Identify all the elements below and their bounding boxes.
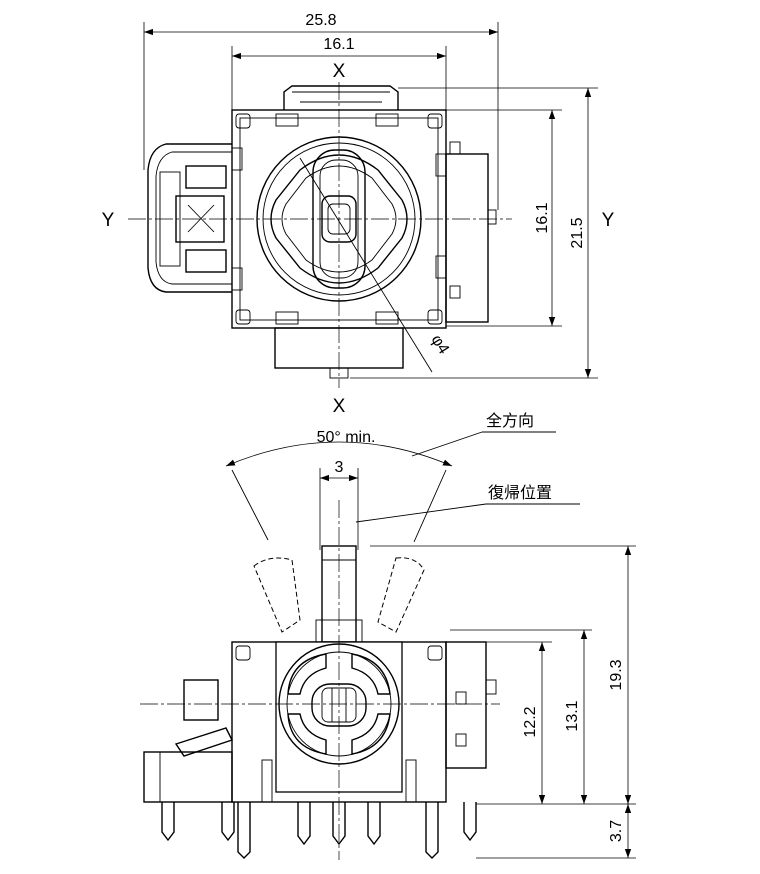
- return-position-note: 復帰位置: [355, 483, 580, 523]
- all-directions-label: 全方向: [486, 411, 534, 430]
- dim-body-height-label: 16.1: [534, 202, 551, 233]
- dim-height-13-1: 13.1: [564, 700, 581, 731]
- pins: [161, 759, 477, 859]
- dim-height-12-2: 12.2: [522, 706, 539, 737]
- right-switch: [445, 141, 497, 323]
- dim-lever-width-label: 3: [335, 459, 344, 476]
- angle-arc: 50° min.: [225, 429, 453, 543]
- dim-overall-height: 21.5: [350, 87, 598, 379]
- all-directions-note: 全方向: [411, 411, 556, 457]
- dim-overall-width-label: 25.8: [305, 12, 336, 29]
- dim-diameter-label: φ4: [427, 332, 452, 357]
- angle-label: 50° min.: [317, 429, 376, 446]
- dim-body-width-label: 16.1: [323, 36, 354, 53]
- dim-height-19-3: 19.3: [608, 659, 625, 690]
- axis-y-left: Y: [102, 210, 115, 231]
- left-switch: [147, 143, 232, 293]
- axis-x-top: X: [333, 61, 346, 82]
- dim-pin-length: 3.7: [608, 820, 625, 842]
- top-view: 25.8 16.1: [102, 12, 615, 417]
- axis-y-right: Y: [602, 210, 615, 231]
- axis-x-bottom: X: [333, 396, 346, 417]
- dim-lever-width: 3: [319, 459, 359, 550]
- dim-overall-height-label: 21.5: [569, 217, 586, 248]
- return-position-label: 復帰位置: [488, 483, 552, 502]
- dim-body-width: 16.1: [231, 36, 447, 110]
- dim-body-height: 16.1: [446, 109, 562, 327]
- side-view: 50° min. 全方向 3 復帰位置: [140, 411, 636, 860]
- dim-overall-width: 25.8: [143, 12, 499, 210]
